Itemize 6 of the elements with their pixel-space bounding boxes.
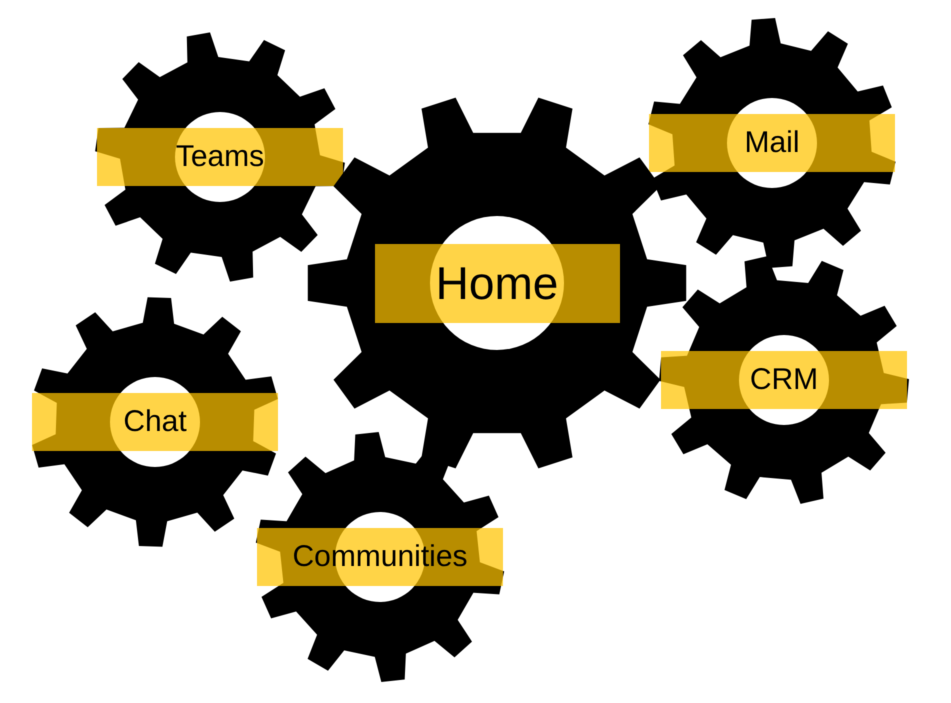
gear-label: Mail xyxy=(649,114,895,172)
gear-label: Teams xyxy=(97,128,343,186)
gear-label: CRM xyxy=(661,351,907,409)
gear-label: Communities xyxy=(257,528,503,586)
gear-label: Chat xyxy=(32,393,278,451)
gear-label: Home xyxy=(374,244,620,322)
